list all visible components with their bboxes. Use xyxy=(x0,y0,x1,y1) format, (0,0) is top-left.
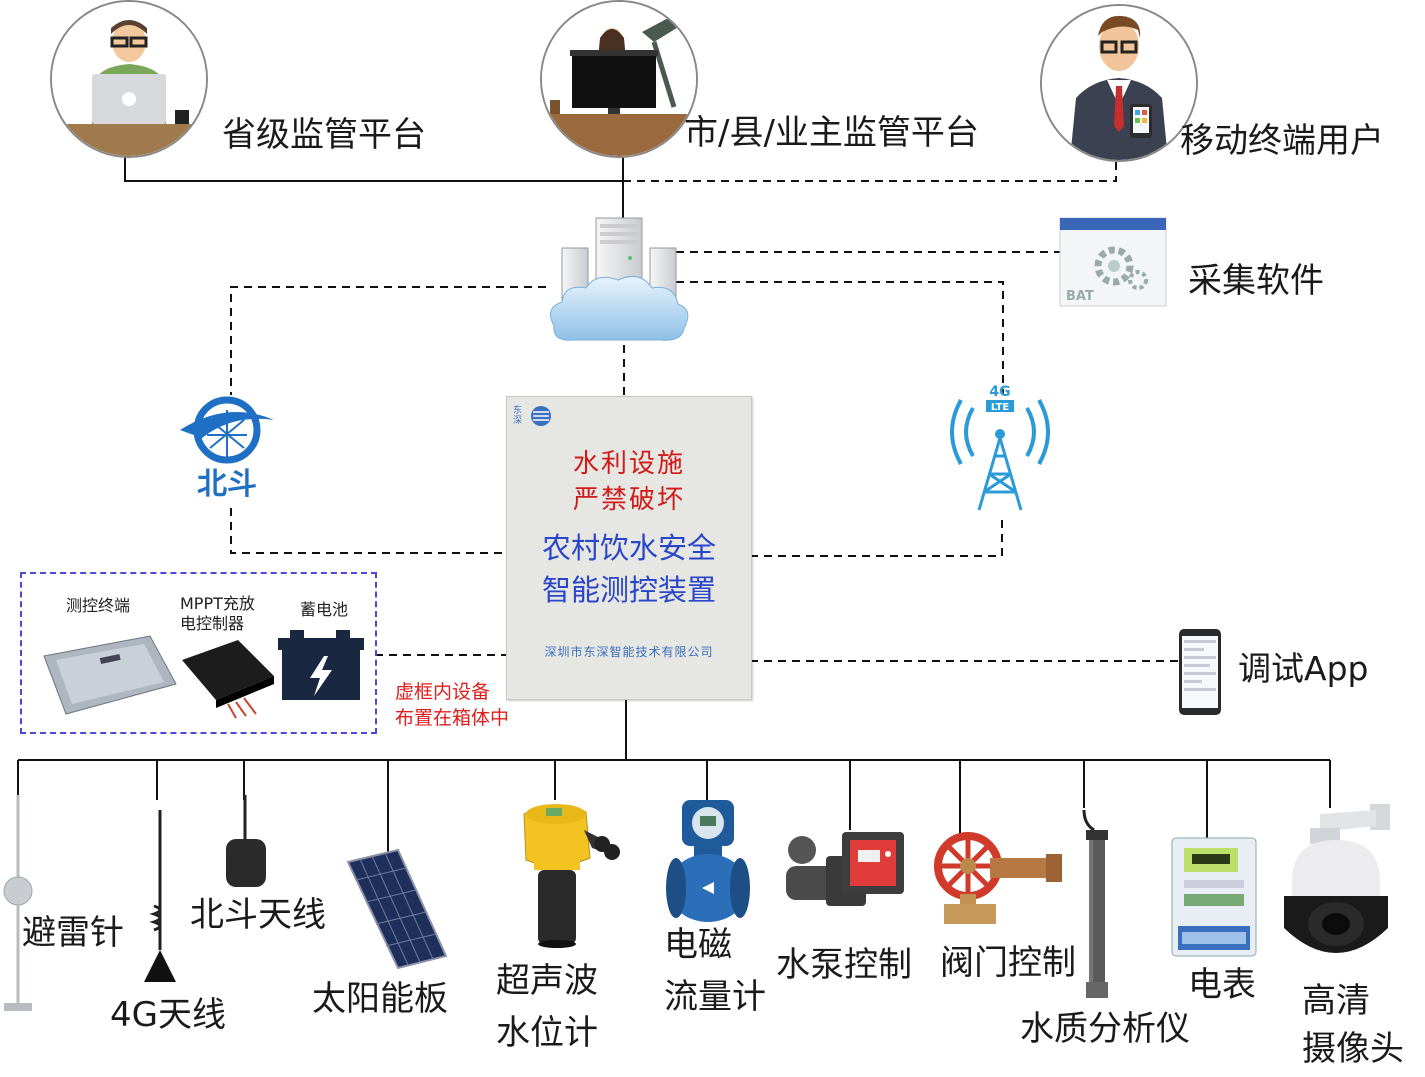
city-platform-label: 市/县/业主监管平台 xyxy=(684,113,979,153)
provincial-platform-label: 省级监管平台 xyxy=(222,115,426,155)
in-cabinet-equipment-group xyxy=(20,572,377,734)
flowmeter-label-line-1: 电磁 xyxy=(664,925,732,965)
pump-icon xyxy=(782,826,910,910)
lightning-rod-icon xyxy=(0,795,36,1020)
cabinet-note-line-1: 虚框内设备 xyxy=(395,681,491,703)
mobile-user-label: 移动终端用户 xyxy=(1180,121,1384,161)
valve-icon xyxy=(930,832,1066,930)
electromagnetic-flowmeter-icon xyxy=(662,796,752,926)
meter-label: 电表 xyxy=(1188,965,1256,1005)
antenna-4g-label: 4G天线 xyxy=(110,995,226,1035)
device-logo-text: 东深 xyxy=(513,406,523,426)
hd-camera-icon xyxy=(1280,800,1395,980)
cabinet-note-line-2: 布置在箱体中 xyxy=(395,707,510,729)
lightning-rod-label: 避雷针 xyxy=(22,913,124,953)
collection-software-label: 采集软件 xyxy=(1188,261,1324,301)
camera-label-line-2: 摄像头 xyxy=(1302,1029,1404,1069)
debug-app-label: 调试App xyxy=(1238,649,1369,688)
battery-icon xyxy=(276,626,366,704)
bat-text: BAT xyxy=(1066,289,1094,304)
antenna-4g-icon xyxy=(140,810,180,990)
electricity-meter-icon xyxy=(1170,836,1258,958)
camera-label-line-1: 高清 xyxy=(1302,981,1370,1021)
collection-software-icon: BAT xyxy=(1058,214,1168,309)
solar-panel-label: 太阳能板 xyxy=(312,979,448,1019)
ultrasonic-label-line-2: 水位计 xyxy=(496,1013,598,1053)
debug-app-phone-icon xyxy=(1178,628,1222,716)
pump-label: 水泵控制 xyxy=(776,945,912,985)
device-logo-icon xyxy=(513,403,553,429)
cloud-server-icon xyxy=(544,214,694,349)
flowmeter-label-line-2: 流量计 xyxy=(664,977,766,1017)
warning-line-1: 水利设施 xyxy=(572,449,685,479)
provincial-user-avatar xyxy=(50,0,208,158)
mppt-label-line-1: MPPT充放 xyxy=(180,594,255,613)
city-user-avatar xyxy=(540,0,698,158)
ultrasonic-label-line-1: 超声波 xyxy=(496,961,598,1001)
water-quality-probe-icon xyxy=(1072,806,1122,1002)
mppt-label-line-2: 电控制器 xyxy=(180,614,245,633)
lte-tower-icon: 4G LTE xyxy=(945,378,1055,518)
device-title-line-2: 智能测控装置 xyxy=(541,573,716,607)
smart-control-device-cabinet: 东深 水利设施 严禁破坏 农村饮水安全 智能测控装置 深圳市东深智能技术有限公司 xyxy=(506,396,752,700)
device-title-line-1: 农村饮水安全 xyxy=(541,531,716,565)
mobile-user-avatar xyxy=(1040,4,1198,162)
lte-text-bottom: LTE xyxy=(991,402,1010,413)
solar-panel-icon xyxy=(346,848,450,970)
valve-label: 阀门控制 xyxy=(940,943,1076,983)
control-terminal-icon xyxy=(40,628,180,718)
beidou-logo-icon: 北斗 xyxy=(172,390,282,502)
company-name: 深圳市东深智能技术有限公司 xyxy=(544,645,714,659)
ultrasonic-level-meter-icon xyxy=(516,796,620,950)
antenna-beidou-label: 北斗天线 xyxy=(190,895,326,935)
water-quality-label: 水质分析仪 xyxy=(1020,1009,1190,1049)
battery-label: 蓄电池 xyxy=(300,600,349,619)
beidou-logo-text: 北斗 xyxy=(197,467,257,502)
lte-text-top: 4G xyxy=(989,384,1010,400)
terminal-label: 测控终端 xyxy=(66,596,131,615)
antenna-beidou-icon xyxy=(222,795,268,891)
mppt-controller-icon xyxy=(178,636,278,720)
warning-line-2: 严禁破坏 xyxy=(572,485,685,515)
